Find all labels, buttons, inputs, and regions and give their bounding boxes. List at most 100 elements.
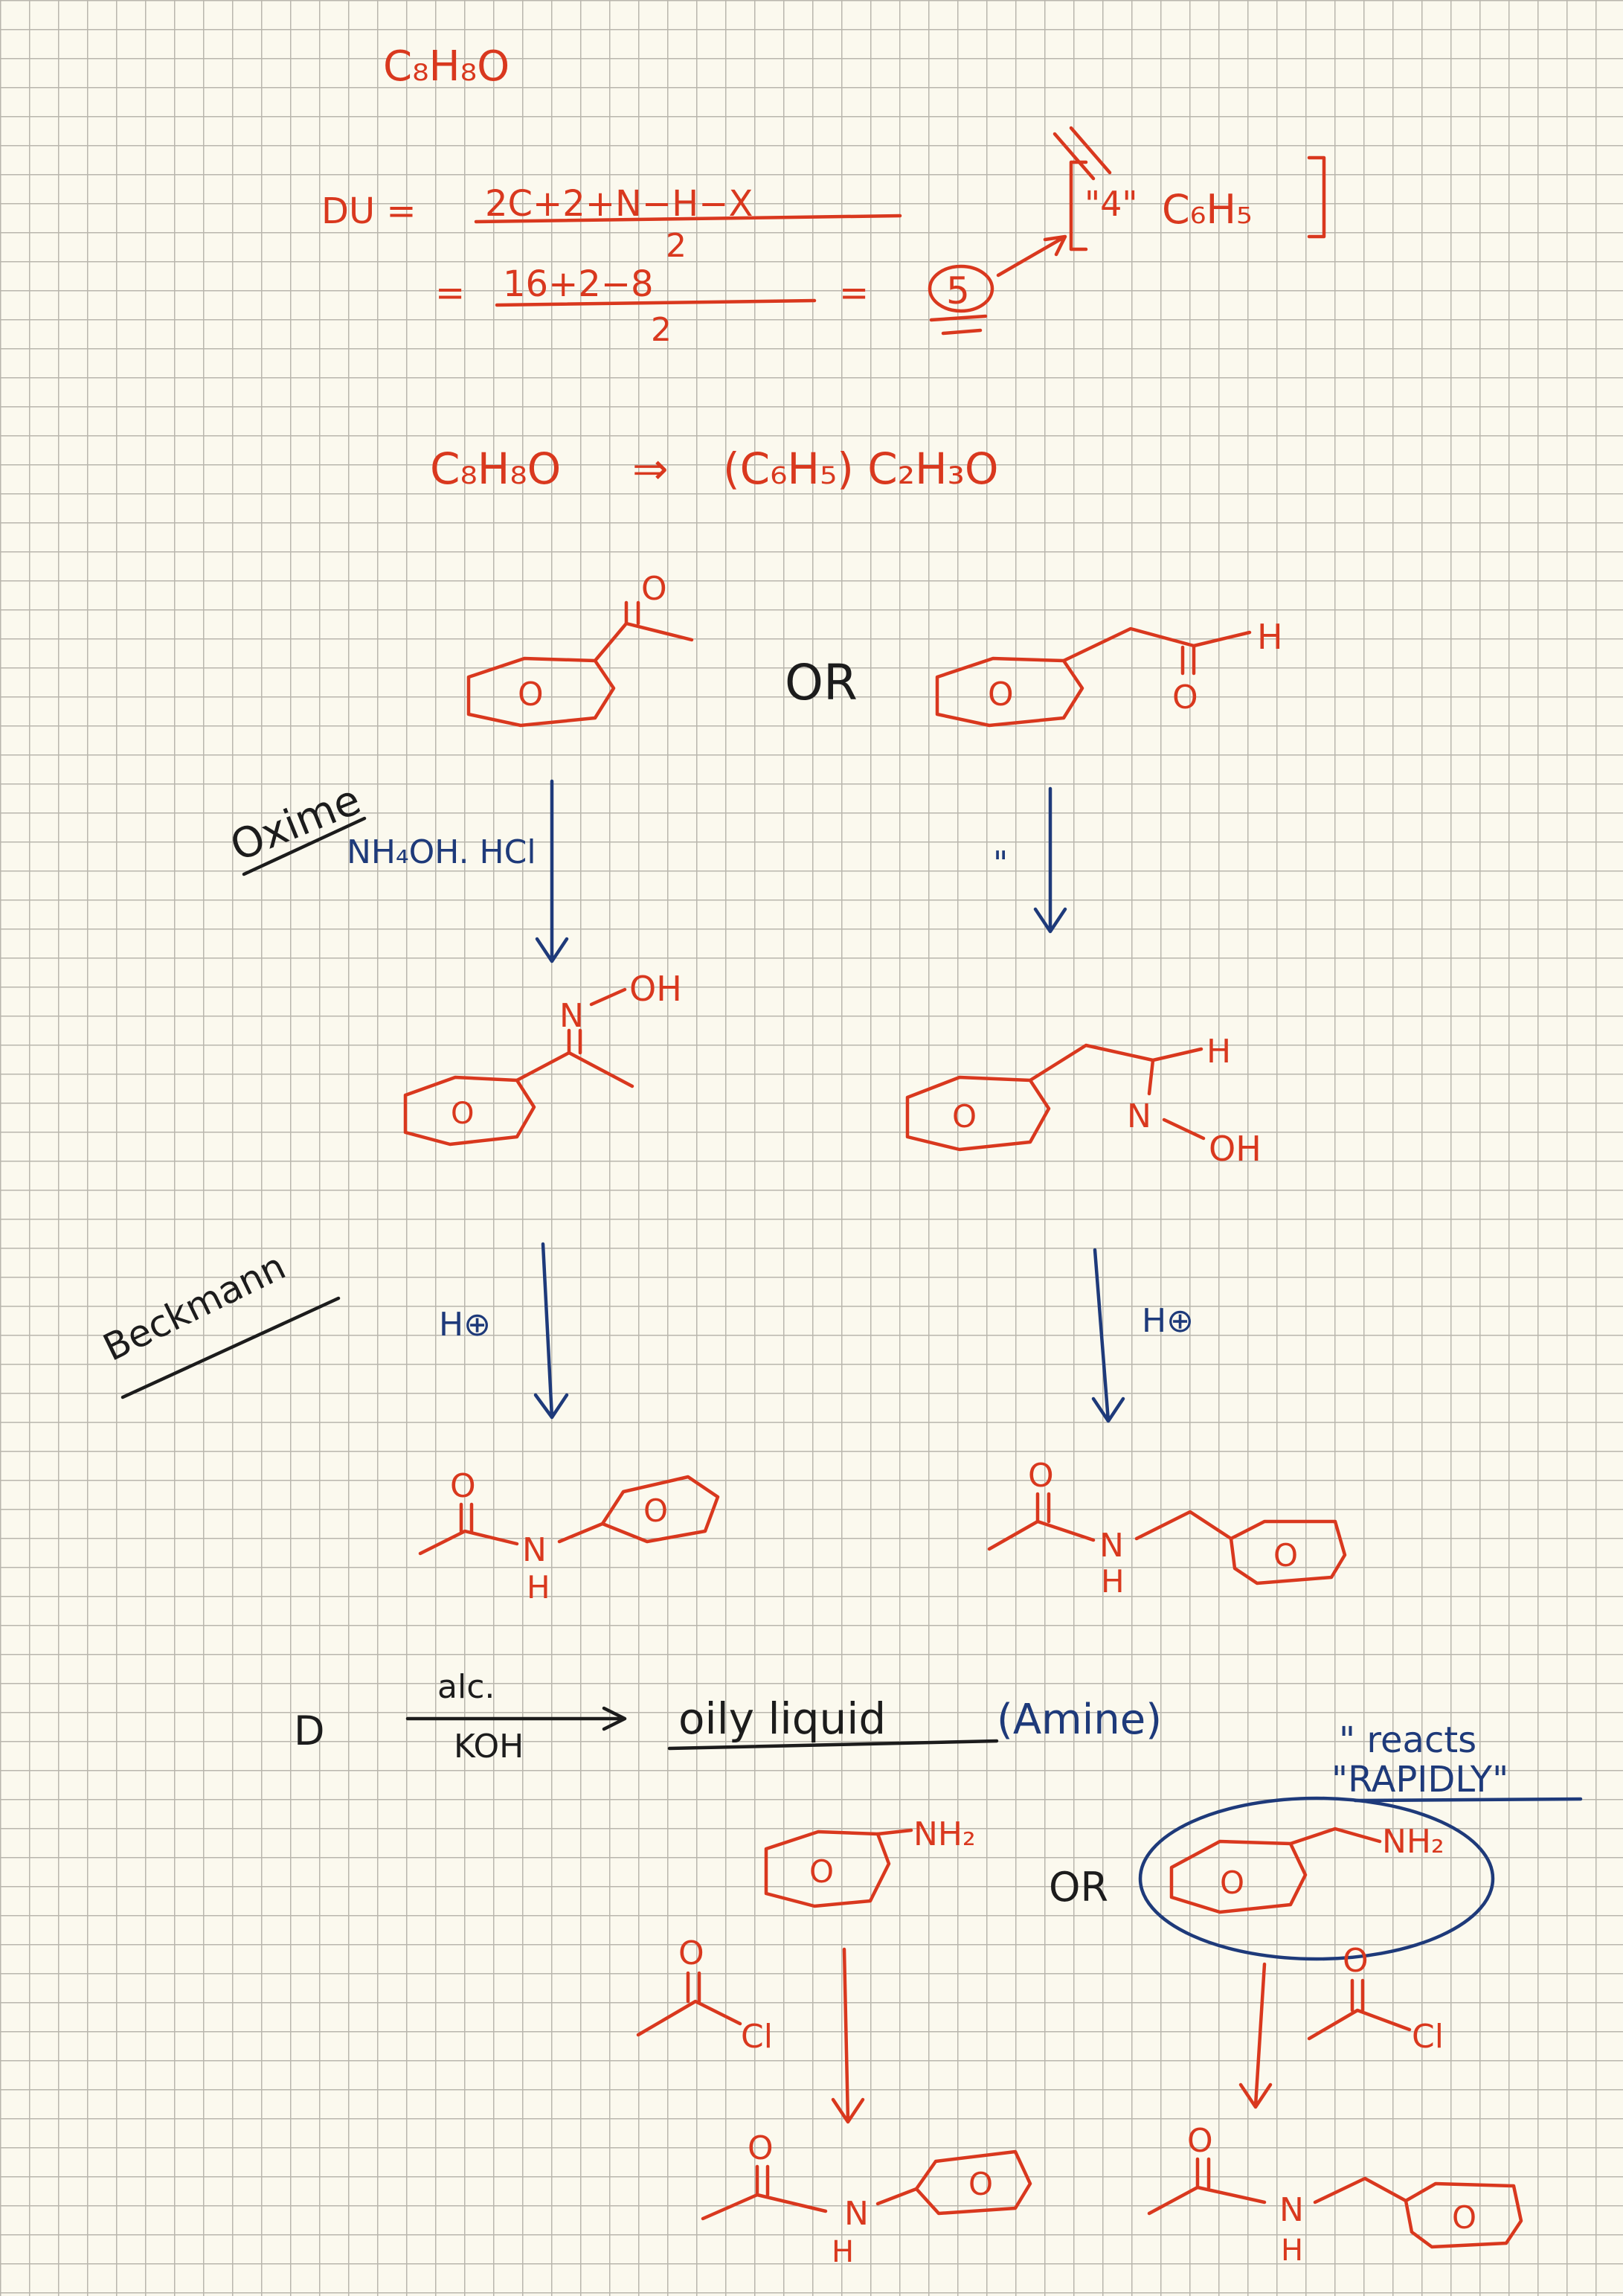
hydrolysis-under-arrow: KOH <box>454 1728 524 1766</box>
ring-phenylacetaldehyde <box>935 656 1084 728</box>
benzylamine-circle <box>1138 1796 1495 1961</box>
ring-final-acetanilide <box>914 2149 1032 2216</box>
atom-o: O <box>1172 679 1198 716</box>
atom-h: H <box>1101 1563 1125 1600</box>
ring-label: O <box>809 1853 834 1890</box>
ring-oxime <box>403 1075 536 1147</box>
ring-benzylacetamide <box>1229 1519 1347 1585</box>
atom-n: N <box>844 2195 869 2233</box>
final-acetanilide-n-ring <box>875 2187 919 2206</box>
hydroxylamine-chain <box>1028 1043 1155 1096</box>
hydrolysis-arrow <box>405 1706 627 1731</box>
oxime-reagent: NH₄OH. HCl <box>347 833 536 871</box>
rapid-underline <box>1353 1797 1583 1803</box>
ring-label: O <box>968 2166 993 2202</box>
atom-n: N <box>1127 1097 1151 1135</box>
beckmann-reagent-left: H⊕ <box>439 1306 491 1344</box>
du-numerator-2: 16+2−8 <box>503 263 654 305</box>
atom-n: N <box>1099 1527 1124 1565</box>
note-bracket-right <box>1307 155 1326 239</box>
atom-o: O <box>1187 2122 1213 2160</box>
breakdown-lhs: C₈H₈O <box>430 443 561 494</box>
final-benzylacetamide-chain <box>1147 2185 1267 2216</box>
beckmann-underline <box>120 1296 341 1399</box>
atom-h: H <box>1281 2234 1303 2268</box>
hydroxylamine-no-bond <box>1162 1117 1206 1141</box>
du-label: DU = <box>321 190 417 232</box>
aldehyde-chain <box>1061 626 1252 663</box>
benzylacetamide-ch2 <box>1134 1510 1233 1541</box>
atom-n: N <box>559 997 584 1035</box>
du-denominator: 2 <box>666 227 687 265</box>
atom-nh2: NH₂ <box>1382 1823 1444 1861</box>
hydrolysis-over-arrow: alc. <box>437 1668 495 1706</box>
formula-title: C₈H₈O <box>383 42 510 91</box>
beckmann-arrow-right <box>1091 1248 1125 1423</box>
beckmann-reagent-right: H⊕ <box>1142 1302 1194 1340</box>
oxime-underline <box>242 816 367 876</box>
rapid-line-2: "RAPIDLY" <box>1331 1759 1508 1800</box>
ring-benzylamine <box>1169 1839 1308 1914</box>
acyl-chloride-chain <box>1307 2008 1412 2041</box>
atom-cl: Cl <box>1412 2018 1444 2056</box>
hydrolysis-product-note: (Amine) <box>997 1696 1162 1744</box>
atom-h: H <box>1257 617 1283 657</box>
rapid-line-1: " reacts <box>1339 1719 1476 1761</box>
atom-nh2: NH₂ <box>913 1815 976 1853</box>
beckmann-arrow-left <box>533 1242 569 1420</box>
ring-label: O <box>952 1098 977 1135</box>
atom-o: O <box>641 570 667 608</box>
du-fraction-bar <box>474 214 902 224</box>
atom-o: O <box>450 1467 476 1505</box>
du-underline <box>929 314 988 322</box>
ring-label: O <box>451 1097 474 1131</box>
du-arrow <box>996 234 1067 278</box>
ring-label: O <box>1220 1864 1244 1901</box>
hydrolysis-product-underline <box>667 1739 999 1751</box>
du-underline-2 <box>941 328 983 336</box>
acetanilide-chain <box>418 1529 519 1556</box>
atom-oh: OH <box>629 969 682 1009</box>
ring-hydroxylamine <box>905 1075 1051 1152</box>
ring-aniline <box>764 1830 891 1908</box>
ring-label: O <box>643 1492 668 1529</box>
aniline-cn-bond <box>875 1828 913 1836</box>
oxime-arrow-right <box>1033 786 1067 934</box>
atom-h: H <box>527 1569 550 1606</box>
oxime-chain <box>515 1051 634 1088</box>
hydrolysis-product: oily liquid <box>678 1693 886 1744</box>
du-denominator-2: 2 <box>651 311 672 349</box>
ring-label: O <box>518 676 544 714</box>
atom-o: O <box>1343 1942 1369 1980</box>
atom-o: O <box>1028 1457 1054 1495</box>
du-fraction-bar-2 <box>495 298 817 307</box>
or-label: OR <box>785 654 858 711</box>
du-equals-2: = <box>435 272 465 314</box>
oxime-label: Oxime <box>224 776 367 871</box>
benzylamine-chain <box>1288 1827 1382 1846</box>
ring-label: O <box>988 676 1014 714</box>
final-acetanilide-chain <box>701 2193 828 2221</box>
acetyl-bonds <box>593 621 694 663</box>
atom-h: H <box>832 2235 854 2269</box>
note-formula: C₆H₅ <box>1162 186 1253 233</box>
ring-label: O <box>1273 1537 1298 1574</box>
or-label-2: OR <box>1049 1864 1108 1911</box>
acylation-arrow-left <box>831 1947 865 2124</box>
benzylacetamide-chain <box>987 1519 1096 1551</box>
acylation-arrow-right <box>1238 1962 1273 2109</box>
du-result-circle <box>928 264 994 313</box>
note-quote: "4" <box>1084 184 1138 224</box>
ring-label: O <box>1452 2199 1476 2236</box>
du-result: 5 <box>946 269 970 312</box>
du-double-tick <box>1052 126 1112 181</box>
breakdown-rhs: (C₆H₅) C₂H₃O <box>723 443 999 494</box>
oxime-arrow-left <box>535 779 569 963</box>
atom-cl: Cl <box>741 2018 773 2056</box>
atom-n: N <box>522 1531 547 1569</box>
du-equals-3: = <box>839 272 869 314</box>
atom-o: O <box>678 1934 704 1972</box>
hydrolysis-start: D <box>294 1707 325 1754</box>
acetanilide-n-ring-bond <box>557 1521 605 1544</box>
